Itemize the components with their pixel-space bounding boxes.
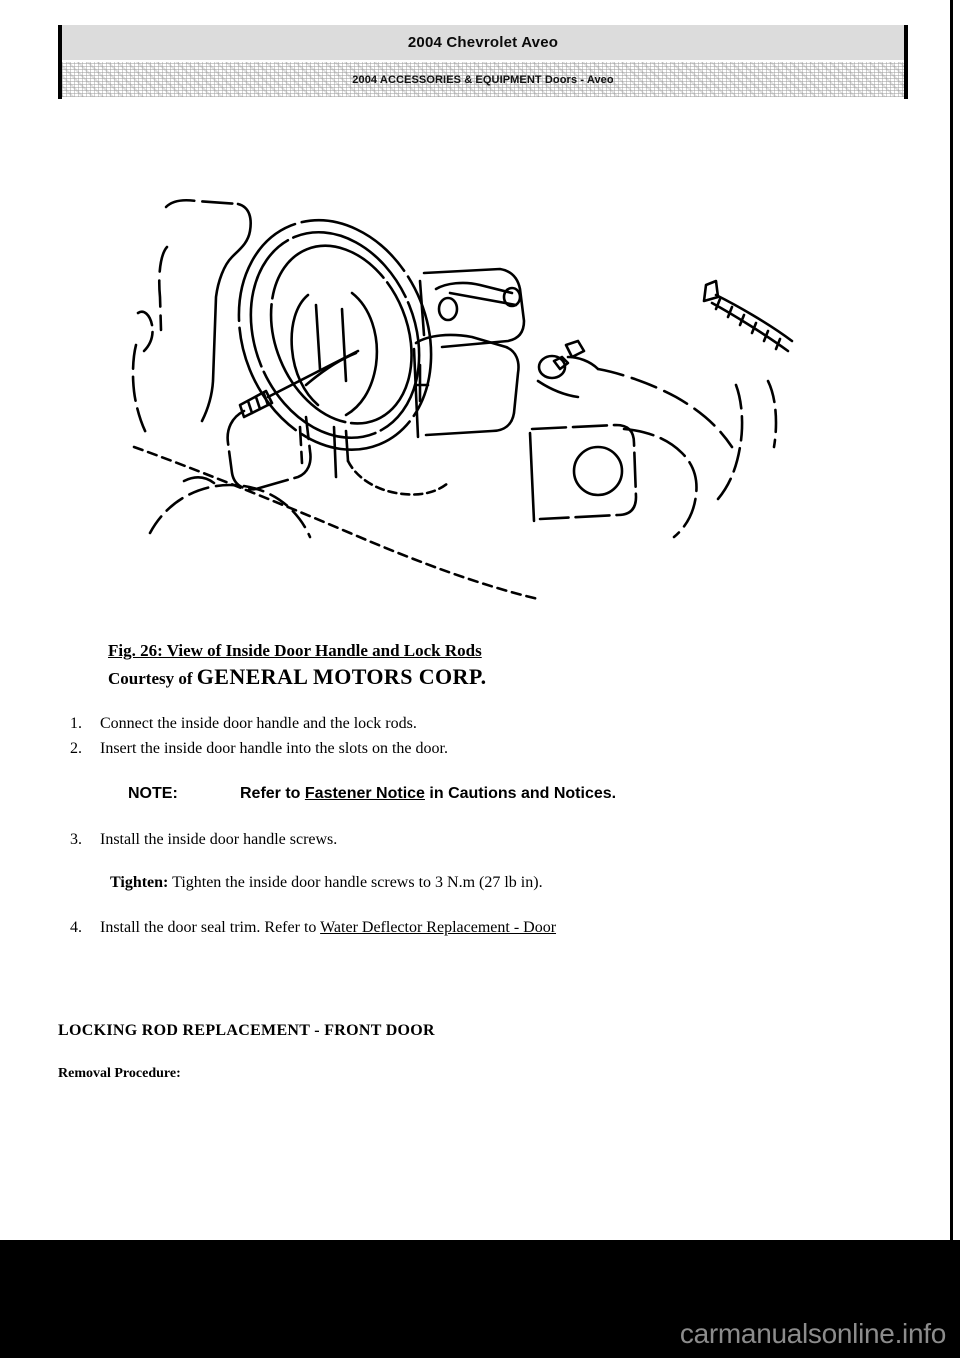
tighten-spec: Tighten: Tighten the inside door handle … xyxy=(110,871,870,894)
header-subtitle: 2004 ACCESSORIES & EQUIPMENT Doors - Ave… xyxy=(352,73,614,86)
door-handle-line-drawing xyxy=(131,198,794,601)
step-text: Install the door seal trim. Refer to Wat… xyxy=(100,916,870,939)
fastener-notice-link[interactable]: Fastener Notice xyxy=(304,785,425,803)
document-page: 2004 Chevrolet Aveo 2004 ACCESSORIES & E… xyxy=(58,0,953,1240)
step4-text-before: Install the door seal trim. Refer to xyxy=(100,918,321,936)
site-watermark: carmanualsonline.info xyxy=(679,1318,946,1349)
procedure-body: 1. Connect the inside door handle and th… xyxy=(70,712,870,941)
note-text-after: in Cautions and Notices. xyxy=(424,785,617,803)
document-header-table: 2004 Chevrolet Aveo 2004 ACCESSORIES & E… xyxy=(58,25,908,99)
courtesy-prefix: Courtesy of xyxy=(108,669,197,689)
procedure-step-2: 2. Insert the inside door handle into th… xyxy=(70,737,870,760)
step-text: Connect the inside door handle and the l… xyxy=(100,715,417,732)
note-label: NOTE: xyxy=(128,785,178,803)
section-heading-locking-rod-replacement: LOCKING ROD REPLACEMENT - FRONT DOOR xyxy=(58,1022,435,1039)
step-text: Insert the inside door handle into the s… xyxy=(100,740,448,758)
step-number: 1. xyxy=(70,715,82,732)
procedure-step-3: 3. Install the inside door handle screws… xyxy=(70,828,870,851)
tighten-label: Tighten: xyxy=(110,873,169,891)
step-number: 2. xyxy=(70,740,82,758)
footer-bar: carmanualsonline.info xyxy=(0,1240,960,1358)
step-number: 4. xyxy=(70,918,82,936)
header-subtitle-row: 2004 ACCESSORIES & EQUIPMENT Doors - Ave… xyxy=(62,62,904,97)
tighten-text: Tighten the inside door handle screws to… xyxy=(168,873,543,891)
page-title: 2004 Chevrolet Aveo xyxy=(407,34,559,51)
figure-courtesy-line: Courtesy of GENERAL MOTORS CORP. xyxy=(108,663,828,691)
procedure-step-1: 1. Connect the inside door handle and th… xyxy=(70,712,870,735)
figure-illustration xyxy=(120,185,800,605)
figure-caption-title: Fig. 26: View of Inside Door Handle and … xyxy=(108,641,482,660)
courtesy-source: GENERAL MOTORS CORP. xyxy=(196,664,487,690)
procedure-step-4: 4. Install the door seal trim. Refer to … xyxy=(70,916,870,939)
note-callout: NOTE: Refer to Fastener Notice in Cautio… xyxy=(128,782,870,805)
note-text: Refer to Fastener Notice in Cautions and… xyxy=(240,782,665,805)
header-title-row: 2004 Chevrolet Aveo xyxy=(62,25,904,62)
step-number: 3. xyxy=(70,830,82,848)
subsection-heading-removal-procedure: Removal Procedure: xyxy=(58,1066,181,1081)
water-deflector-replacement-link[interactable]: Water Deflector Replacement - Door xyxy=(320,918,557,936)
step-text: Install the inside door handle screws. xyxy=(100,830,338,848)
figure-caption: Fig. 26: View of Inside Door Handle and … xyxy=(108,640,828,691)
note-text-before: Refer to xyxy=(240,785,305,803)
